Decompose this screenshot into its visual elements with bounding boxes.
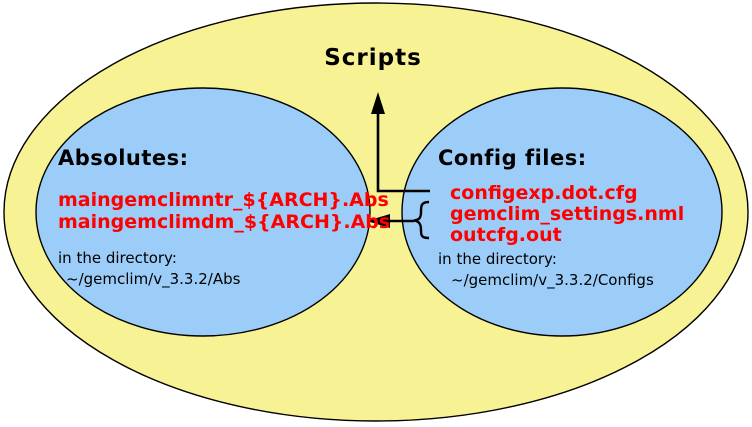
configs-directory: in the directory: ~/gemclim/v_3.3.2/Conf… bbox=[438, 249, 654, 291]
diagram-title: Scripts bbox=[324, 45, 422, 71]
absolutes-file-list: maingemclimntr_${ARCH}.Abs maingemclimdm… bbox=[58, 189, 390, 233]
configs-file-1: configexp.dot.cfg bbox=[450, 182, 638, 204]
configs-heading: Config files: bbox=[438, 146, 587, 170]
arrowhead-up-icon bbox=[371, 92, 385, 114]
configs-file-3: outcfg.out bbox=[450, 224, 562, 246]
connector-configs-to-scripts bbox=[376, 112, 430, 193]
absolutes-directory-path: ~/gemclim/v_3.3.2/Abs bbox=[66, 270, 241, 288]
grouping-brace bbox=[413, 200, 430, 240]
configs-file-2: gemclim_settings.nml bbox=[450, 203, 685, 225]
arrowhead-left-icon bbox=[367, 214, 390, 228]
configs-directory-label: in the directory: bbox=[438, 250, 557, 268]
configs-file-list: configexp.dot.cfg gemclim_settings.nml o… bbox=[450, 183, 684, 246]
absolutes-heading: Absolutes: bbox=[58, 146, 189, 170]
absolutes-directory-label: in the directory: bbox=[58, 249, 177, 267]
configs-ellipse bbox=[401, 87, 723, 337]
absolutes-file-2: maingemclimdm_${ARCH}.Abs bbox=[58, 211, 391, 233]
absolutes-file-1: maingemclimntr_${ARCH}.Abs bbox=[58, 189, 389, 211]
absolutes-directory: in the directory: ~/gemclim/v_3.3.2/Abs bbox=[58, 248, 240, 290]
absolutes-ellipse bbox=[35, 87, 371, 337]
configs-directory-path: ~/gemclim/v_3.3.2/Configs bbox=[451, 271, 654, 289]
